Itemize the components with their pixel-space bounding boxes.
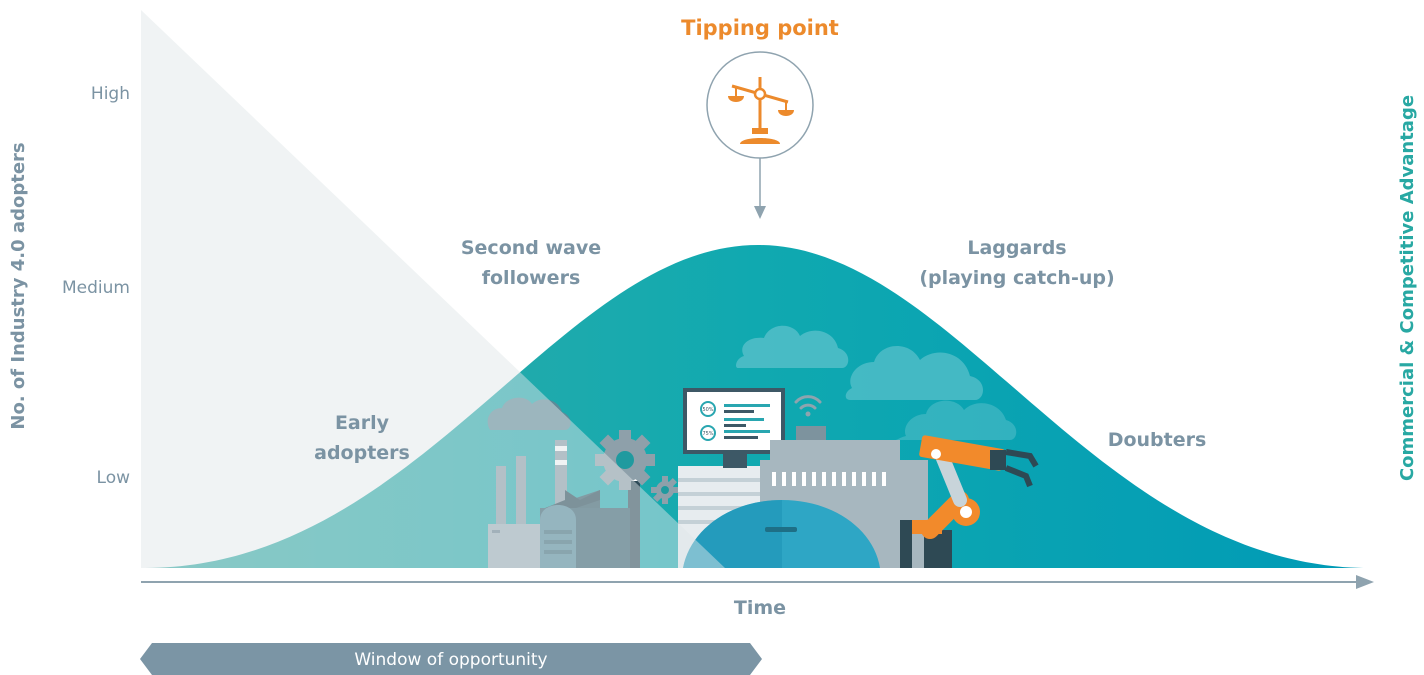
- secondary-axis-label: Commercial & Competitive Advantage: [1397, 95, 1418, 481]
- factory-icon: [488, 440, 640, 568]
- time-axis-arrow: [1356, 575, 1374, 589]
- stage-early-line2: adopters: [314, 442, 410, 464]
- dashboard-value-1: 50%: [702, 407, 713, 413]
- industry-illustration: 50% 75%: [487, 325, 1039, 568]
- x-axis-label: Time: [734, 597, 786, 619]
- smoke-cloud: [487, 397, 571, 430]
- stage-laggards-line1: Laggards: [967, 237, 1066, 259]
- y-level-medium: Medium: [62, 278, 130, 298]
- y-level-high: High: [91, 84, 130, 104]
- y-axis-label: No. of Industry 4.0 adopters: [8, 142, 29, 429]
- stage-second-wave-line2: followers: [482, 267, 581, 289]
- building-windows: [772, 472, 886, 486]
- window-of-opportunity-label: Window of opportunity: [354, 650, 547, 670]
- scale-icon: [728, 77, 794, 144]
- dome-building-icon: [683, 500, 880, 568]
- dashboard-value-2: 75%: [702, 431, 713, 437]
- stage-second-wave-line1: Second wave: [461, 237, 601, 259]
- stage-early-line1: Early: [335, 412, 390, 434]
- building-door: [900, 520, 912, 568]
- tipping-point-title: Tipping point: [681, 16, 839, 40]
- cloud-icon: [736, 325, 1017, 440]
- robot-arm-icon: [912, 435, 1039, 568]
- gear-icon: [595, 430, 679, 504]
- window-of-opportunity-bar: [140, 643, 762, 675]
- main-building-chimney: [796, 426, 826, 440]
- stage-doubters: Doubters: [1108, 429, 1207, 451]
- stage-laggards-line2: (playing catch-up): [919, 267, 1114, 289]
- monitor-icon: 50% 75%: [683, 388, 785, 468]
- tipping-point-arrowhead: [754, 206, 766, 219]
- wifi-icon: [794, 395, 822, 417]
- adopters-triangle: [141, 10, 725, 568]
- y-level-low: Low: [97, 468, 131, 488]
